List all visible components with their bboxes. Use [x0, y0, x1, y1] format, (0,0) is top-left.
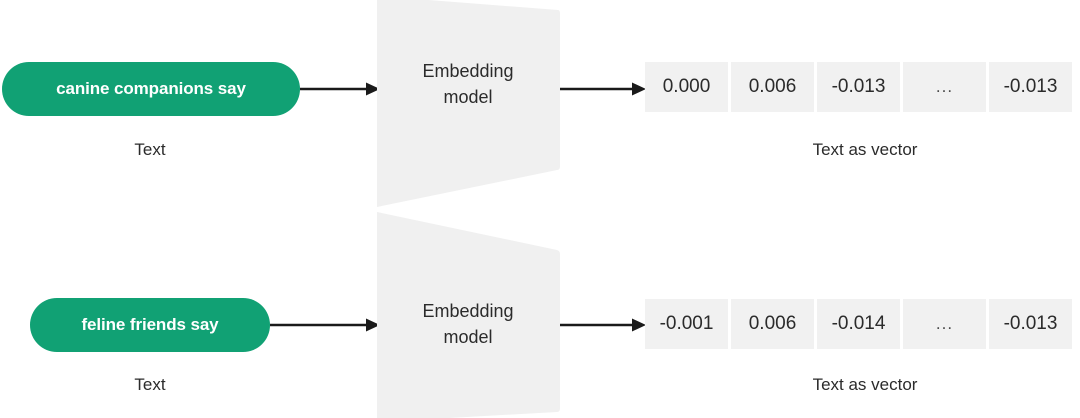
- arrow-model-to-vector-bottom: [558, 317, 646, 333]
- vector-cell: 0.000: [645, 62, 728, 112]
- arrow-model-to-vector-top: [558, 81, 646, 97]
- vector-cell: -0.001: [645, 299, 728, 349]
- vector-caption-top: Text as vector: [812, 140, 918, 159]
- vector-caption-bottom: Text as vector: [812, 375, 918, 394]
- input-caption-top: Text: [134, 140, 166, 159]
- embedding-model-label-bottom: Embedding model: [422, 301, 514, 347]
- vector-row-top: 0.000 0.006 -0.013 ... -0.013: [645, 62, 1072, 112]
- vector-cell: -0.013: [989, 62, 1072, 112]
- input-text-pill-bottom: feline friends say: [30, 298, 270, 352]
- arrow-input-to-model-bottom: [270, 317, 380, 333]
- vector-cell-ellipsis: ...: [903, 299, 986, 349]
- vector-row-bottom: -0.001 0.006 -0.014 ... -0.013: [645, 299, 1072, 349]
- input-text-pill-top: canine companions say: [2, 62, 300, 116]
- vector-cell: -0.013: [989, 299, 1072, 349]
- vector-cell: -0.013: [817, 62, 900, 112]
- vector-cell: 0.006: [731, 299, 814, 349]
- vector-cell: -0.014: [817, 299, 900, 349]
- input-caption-bottom: Text: [134, 375, 166, 394]
- vector-cell-ellipsis: ...: [903, 62, 986, 112]
- arrow-input-to-model-top: [300, 81, 380, 97]
- embedding-model-label-top: Embedding model: [422, 61, 514, 107]
- vector-cell: 0.006: [731, 62, 814, 112]
